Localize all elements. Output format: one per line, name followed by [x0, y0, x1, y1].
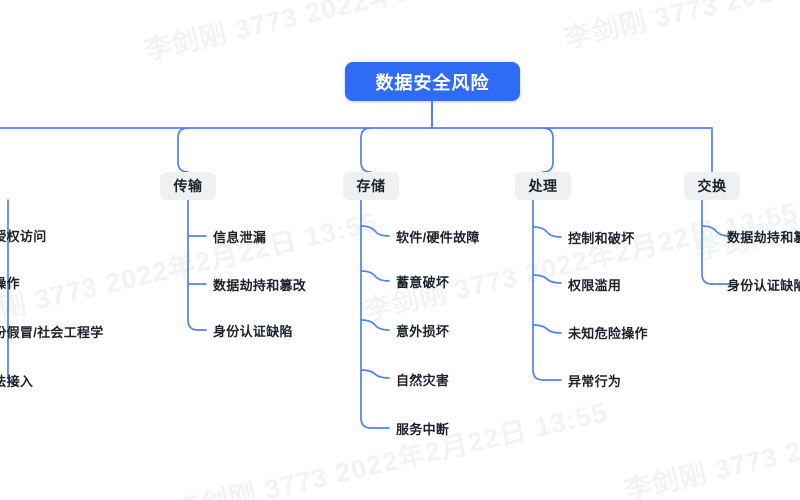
node-leaf-cunchu-4[interactable]: 自然灾害 — [396, 373, 450, 388]
node-leaf-cunchu-2[interactable]: 蓄意破坏 — [396, 275, 450, 290]
link-bus-to-branch-chuli — [542, 127, 554, 173]
link-stub-cunchu-4 — [360, 369, 390, 379]
node-leaf-jiaohuan-1[interactable]: 数据劫持和篡改 — [727, 230, 800, 245]
link-stub-cunchu-2 — [360, 270, 390, 282]
node-leaf-cunchu-5[interactable]: 服务中断 — [396, 422, 450, 437]
node-leaf-caiji-2[interactable]: 误操作 — [0, 276, 20, 291]
watermark-text: 李剑刚 3773 2022年2月22日 13:55 — [141, 0, 581, 67]
watermark-text: 李剑刚 3773 2022年2月22日 13:55 — [0, 206, 381, 337]
node-leaf-caiji-3[interactable]: 身份假冒/社会工程学 — [0, 325, 104, 340]
watermark-text: 李剑刚 3773 2022年2月22日 13:55 — [621, 377, 800, 500]
node-leaf-chuli-2[interactable]: 权限滥用 — [568, 278, 622, 293]
node-leaf-chuli-3[interactable]: 未知危险操作 — [568, 326, 648, 341]
node-leaf-chuli-4[interactable]: 异常行为 — [568, 374, 622, 389]
node-root[interactable]: 数据安全风险 — [345, 62, 520, 101]
node-leaf-chuanshu-2[interactable]: 数据劫持和篡改 — [213, 278, 307, 293]
link-branch-chuli-spine — [532, 199, 544, 381]
link-bus-to-branch-cunchu — [360, 127, 372, 173]
node-leaf-cunchu-3[interactable]: 意外损坏 — [396, 324, 450, 339]
node-leaf-chuanshu-3[interactable]: 身份认证缺陷 — [213, 324, 293, 339]
link-bus-to-branch-chuanshu — [177, 127, 189, 173]
watermark-text: 李剑刚 3773 2022年2月22日 13:55 — [560, 0, 800, 56]
link-stub-chuli-2 — [532, 274, 562, 284]
link-stub-cunchu-3 — [360, 319, 390, 331]
watermark-text: 李剑刚 3773 2022年2月22日 13:55 — [361, 196, 800, 327]
link-stub-chuli-3 — [532, 324, 562, 334]
link-branch-jiaohuan-spine — [701, 199, 713, 285]
node-leaf-cunchu-1[interactable]: 软件/硬件故障 — [396, 230, 480, 245]
node-branch-jiaohuan[interactable]: 交换 — [684, 172, 740, 200]
link-stub-jiaohuan-1 — [701, 225, 731, 237]
link-branch-cunchu-spine — [360, 199, 372, 429]
link-stub-cunchu-1 — [360, 225, 390, 237]
node-leaf-caiji-4[interactable]: 非法接入 — [0, 374, 34, 389]
node-branch-chuanshu[interactable]: 传输 — [160, 172, 216, 200]
link-stub-chuli-1 — [532, 226, 562, 238]
watermark-text: 李剑刚 3773 2022年2月22日 13:55 — [171, 396, 611, 500]
link-branch-chuanshu-spine — [187, 199, 199, 331]
node-leaf-jiaohuan-2[interactable]: 身份认证缺陷 — [727, 278, 800, 293]
node-leaf-chuanshu-1[interactable]: 信息泄漏 — [213, 230, 267, 245]
node-branch-cunchu[interactable]: 存储 — [343, 172, 399, 200]
node-leaf-chuli-1[interactable]: 控制和破坏 — [568, 231, 635, 246]
node-leaf-caiji-1[interactable]: 非授权访问 — [0, 229, 47, 244]
node-branch-chuli[interactable]: 处理 — [515, 172, 571, 200]
